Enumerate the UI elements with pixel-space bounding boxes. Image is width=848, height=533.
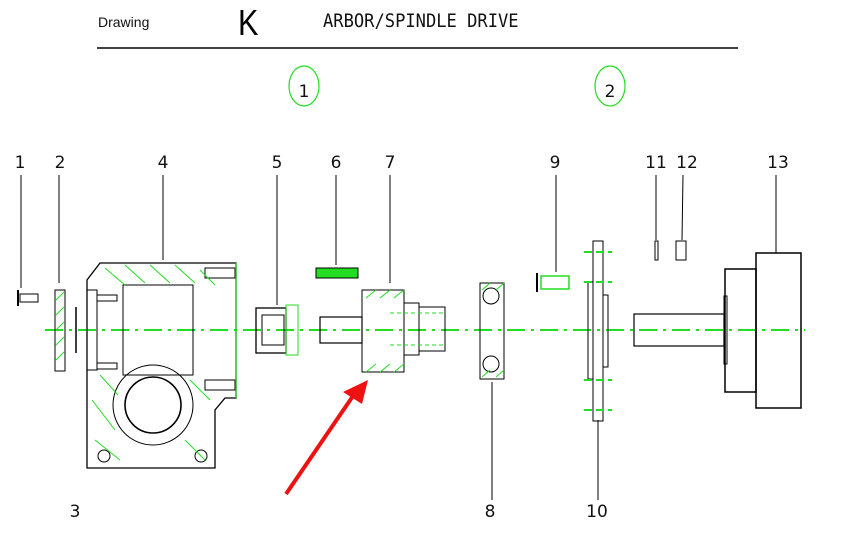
part-label: 12 <box>676 153 698 173</box>
part-label: 9 <box>550 153 561 173</box>
part-5-bushing <box>255 304 299 356</box>
part-13-motor <box>633 252 802 409</box>
part-label: 2 <box>55 153 66 173</box>
part-label: 6 <box>331 153 342 173</box>
group-callout-2: 2 <box>594 65 626 107</box>
part-2-cover <box>54 289 77 372</box>
group-number: 2 <box>605 82 616 102</box>
leader-lines <box>20 174 777 500</box>
part-label: 5 <box>272 153 283 173</box>
drawing-label: Drawing <box>98 14 150 30</box>
part-label: 13 <box>767 153 789 173</box>
drawing-title: ARBOR/SPINDLE DRIVE <box>323 10 519 32</box>
part-10-plate <box>584 240 612 422</box>
group-callout-1: 1 <box>288 65 320 107</box>
part-label: 4 <box>158 153 169 173</box>
part-4-housing <box>86 262 237 469</box>
group-number: 1 <box>299 82 310 102</box>
part-label: 7 <box>385 153 396 173</box>
part-label: 8 <box>485 502 496 522</box>
part-label: 1 <box>15 153 26 173</box>
part-12-nut <box>675 240 687 261</box>
part-labels: 1 2 3 4 5 6 7 8 9 10 11 12 13 <box>15 153 789 522</box>
part-7-arbor <box>319 289 446 373</box>
part-8-bearing <box>479 282 505 380</box>
part-6-pin <box>315 267 359 279</box>
part-9-screw <box>536 273 570 292</box>
part-11-washer <box>654 240 659 261</box>
drawing-letter: K <box>238 2 259 43</box>
part-1-screw <box>17 290 39 306</box>
part-label: 10 <box>586 502 608 522</box>
part-label: 11 <box>645 153 667 173</box>
part-label: 3 <box>70 502 81 522</box>
red-arrow-annotation <box>284 380 368 496</box>
